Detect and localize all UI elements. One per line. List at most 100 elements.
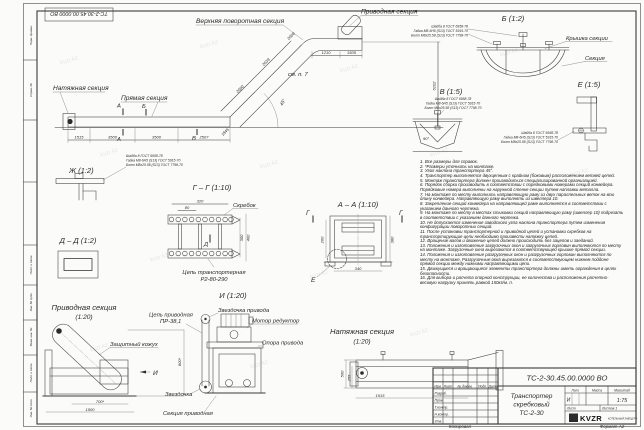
note-item: 1. Все размеры для справок. xyxy=(420,159,479,164)
section-mark-d: Д xyxy=(203,242,208,248)
part-name-line2: скребковый xyxy=(513,401,550,409)
detail-mark-e: Е xyxy=(311,277,316,284)
note-item: 5. Монтаж транспортера должен производит… xyxy=(420,177,598,183)
dim-tension-560: 560 xyxy=(340,370,345,377)
part-name-line1: Транспортер xyxy=(511,393,553,400)
fastener-bolt: Болт М8х25.58 (S13) ГОСТ 7798-70 xyxy=(425,106,482,110)
dim-bottom-3500b: 3500 xyxy=(152,135,162,140)
frame-label-vzam: Взам. инв. № xyxy=(29,327,33,346)
label-sprocket: Звездочка xyxy=(165,392,193,398)
fastener-washer: Шайба 8 ГОСТ 6958-78 xyxy=(431,25,468,29)
label-protective-cover: Защитный кожух xyxy=(110,341,159,348)
view-e-title: Е (1:5) xyxy=(578,80,601,89)
section-mark-g-left: Г xyxy=(306,210,310,217)
note-item: 2. *Размеры уточнить на монтаже. xyxy=(420,163,495,169)
dim-drive-800: 800* xyxy=(177,357,182,366)
fastener-nut: Гайка М8-6Н5 (S13) ГОСТ 5915-70 xyxy=(504,136,558,140)
dim-height-6102: 6102 xyxy=(432,81,437,91)
label-section-cover: Крышка секции xyxy=(566,36,609,42)
view-zh: Шайба 8 ГОСТ 6958-78 Гайка М8-6Н5 (S13) … xyxy=(55,154,183,201)
dim-aa-200: 200 xyxy=(320,236,325,244)
frame-label-invdubl: Инв. № дубл. xyxy=(29,293,33,312)
dim-incline-2000: 2000 xyxy=(234,83,245,94)
view-direction-mark-i: И xyxy=(153,370,158,377)
view-aa-title: А – А (1:10) xyxy=(337,200,379,209)
note-item: 13. Положения и изготовление загрузочных… xyxy=(420,242,622,253)
dim-bottom-1515: 1515 xyxy=(75,135,85,140)
fastener-washer: Шайба 8 ГОСТ 6958-78 xyxy=(521,131,558,135)
tb-row-approved: Утв. xyxy=(435,420,443,424)
view-tension-title: Натяжная секция xyxy=(330,327,394,336)
view-b: Б (1:2) Шайба 8 ГОСТ 6958-78 Гайка М8-6Н… xyxy=(411,14,613,77)
label-drive-section: Приводная секция xyxy=(361,8,418,16)
tb-scale-value: 1:75 xyxy=(617,398,628,404)
view-gg-title: Г – Г (1:10) xyxy=(193,183,232,192)
label-upper-turn-section: Верхняя поворотная секция xyxy=(196,18,285,25)
fastener-bolt: Болт М8х25.58 (S13) ГОСТ 7798-70 xyxy=(411,34,468,38)
view-drive-section: Приводная секция (1:20) Защитный кожух 7… xyxy=(42,303,185,413)
frame-label-podp2: Подп. и дата xyxy=(29,363,33,382)
dim-bottom-3500a: 3500 xyxy=(108,135,118,140)
tb-col-date: Дата xyxy=(488,385,498,389)
frame-label-podp1: Подп. и дата xyxy=(29,255,33,274)
view-dd: Д – Д (1:2) xyxy=(57,236,99,279)
dim-top-1505: 1505 xyxy=(347,50,357,55)
dim-gg-320: 320 xyxy=(197,199,204,204)
fastener-bolt: Болт М8х25.58 (S13) ГОСТ 7798-70 xyxy=(501,140,558,144)
label-motor-reducer: Мотор редуктор xyxy=(252,319,300,325)
dim-incline-2639: 2639 xyxy=(260,56,271,67)
note-item: 8. Закрепление секций конвейера на напра… xyxy=(420,200,607,211)
view-mark-b: Б xyxy=(142,104,146,110)
label-scraper: Скребок xyxy=(233,203,256,209)
part-name-line3: ТС-2-30 xyxy=(519,410,544,417)
label-section: Секция xyxy=(585,56,605,62)
note-ref-see-p7: см. п. 7 xyxy=(288,72,309,78)
note-item: 4. Транспортер выполняется двухцепным с … xyxy=(420,172,615,178)
dim-top-1210: 1210 xyxy=(322,50,332,55)
dim-gg-300: 300 xyxy=(239,234,244,241)
note-item: 12. Вращение валов и движение цепей долж… xyxy=(420,238,594,244)
sheet-frame: Перв. примен. Справ. № Подп. и дата Инв.… xyxy=(23,3,641,427)
tb-lit-header: Лит. xyxy=(571,389,580,393)
note-item: 3. Угол наклона транспортера 45°. xyxy=(420,168,494,174)
view-drive-title: Приводная секция xyxy=(52,303,117,312)
dim-v-90deg: 90° xyxy=(423,136,429,141)
note-item: 9. На монтаже по месту в местах стыковки… xyxy=(420,210,624,220)
label-tension-section: Натяжная секция xyxy=(53,85,109,92)
label-drive-support: Опора привода xyxy=(262,341,304,347)
logo-subtext: КОТЕЛЬНЫЙ ЗАВОД РФ xyxy=(608,418,637,421)
fastener-nut: Гайка М8-6Н5 (S13) ГОСТ 5915-70 xyxy=(126,159,180,163)
tb-col-izm: Изм. xyxy=(434,385,441,389)
label-straight-section: Прямая секция xyxy=(121,95,168,102)
view-dd-title: Д – Д (1:2) xyxy=(59,236,97,245)
view-v-title: В (1:5) xyxy=(440,87,463,96)
note-item: 14. Положения и изготовление разгрузочны… xyxy=(420,252,612,267)
tb-col-sign: Подп. xyxy=(478,385,487,389)
tb-row-developed: Разраб. xyxy=(435,392,447,396)
frame-label-sprav: Справ. № xyxy=(29,82,33,96)
top-stamp-box xyxy=(44,7,114,22)
tb-scale-header: Масштаб xyxy=(614,389,630,393)
label-drive-sprocket: Звездочка привода xyxy=(218,308,270,314)
fastener-bolt: Болт М8х25.58 (S13) ГОСТ 7798-70 xyxy=(126,163,183,167)
view-zh-title: Ж (1:2) xyxy=(68,166,94,175)
view-tension-scale: (1:20) xyxy=(353,339,370,346)
dim-tension-1515: 1515 xyxy=(376,393,386,398)
view-i: И (1:20) Звездочка привода Мотор редукто… xyxy=(149,291,304,417)
note-item: 16. Для выбора и расчета опорной констру… xyxy=(420,275,609,286)
fastener-nut: Гайка М8-6Н5 (S13) ГОСТ 5915-70 xyxy=(414,29,468,33)
dim-gg-80: 80 xyxy=(185,205,190,210)
dim-tension-255: 255 xyxy=(347,374,352,382)
label-chain-transport: Цепь транспортерная xyxy=(182,270,245,276)
tb-sheets-label: Листов 1 xyxy=(601,407,617,411)
view-i-title: И (1:20) xyxy=(219,291,247,300)
dim-angle-45: 45° xyxy=(279,98,287,107)
note-item: 11. После установки транспортерной и при… xyxy=(420,228,592,239)
fastener-washer: Шайба 8 ГОСТ 6958-78 xyxy=(126,154,163,158)
view-mark-v: В xyxy=(192,136,196,142)
label-drive-chain1: Цепь приводная xyxy=(149,313,193,319)
tb-col-list: Лист xyxy=(443,385,453,389)
technical-notes: 1. Все размеры для справок. 2. *Размеры … xyxy=(420,159,624,286)
dim-slant-1845: 1845 xyxy=(220,126,230,136)
